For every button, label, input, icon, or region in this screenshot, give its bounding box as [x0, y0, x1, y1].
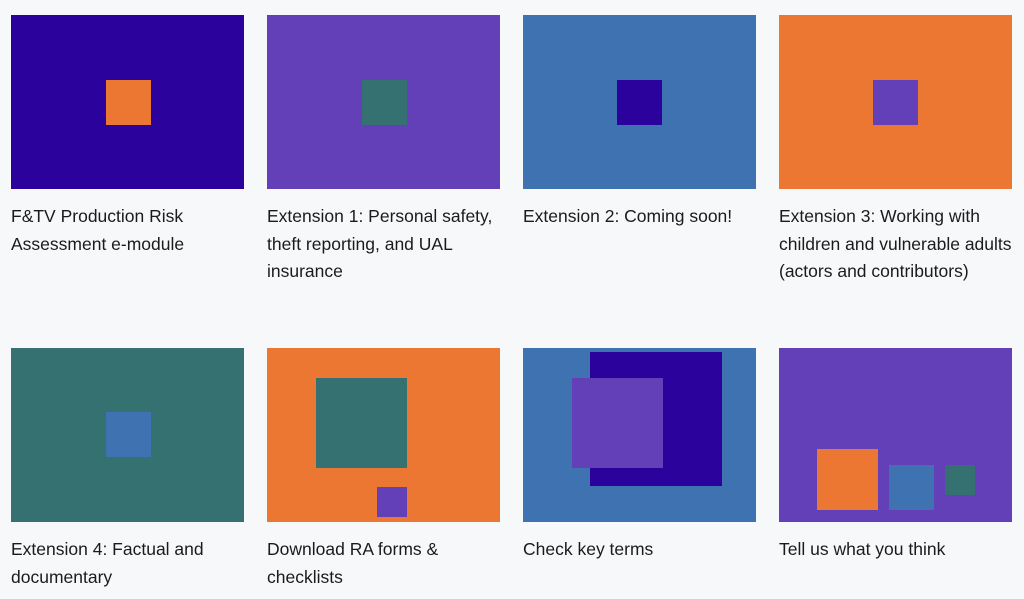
thumbnail-image[interactable]	[523, 15, 756, 189]
card-extension-2[interactable]: Extension 2: Coming soon!	[523, 15, 756, 231]
card-title[interactable]: Extension 2: Coming soon!	[523, 206, 733, 226]
thumbnail-image[interactable]	[779, 15, 1012, 189]
thumbnail-image[interactable]	[11, 348, 244, 522]
card-risk-assessment-emodule[interactable]: F&TV Production Risk Assessment e-module	[11, 15, 244, 258]
teal-square-icon	[945, 465, 975, 495]
thumbnail-image[interactable]	[779, 348, 1012, 522]
indigo-square-icon	[617, 80, 662, 125]
thumbnail-image[interactable]	[11, 15, 244, 189]
card-title[interactable]: Download RA forms & checklists	[267, 539, 439, 587]
card-extension-1[interactable]: Extension 1: Personal safety, theft repo…	[267, 15, 500, 286]
card-tell-us-what-you-think[interactable]: Tell us what you think	[779, 348, 1012, 564]
blue-square-icon	[889, 465, 934, 510]
purple-square-icon	[873, 80, 918, 125]
thumbnail-image[interactable]	[267, 348, 500, 522]
teal-square-icon	[362, 80, 407, 125]
card-download-ra-forms[interactable]: Download RA forms & checklists	[267, 348, 500, 591]
card-title[interactable]: F&TV Production Risk Assessment e-module	[11, 206, 185, 254]
purple-square-icon	[572, 378, 663, 468]
blue-square-icon	[106, 412, 151, 457]
orange-square-icon	[106, 80, 151, 125]
card-title[interactable]: Extension 3: Working with children and v…	[779, 206, 1012, 281]
teal-square-icon	[316, 378, 407, 468]
thumbnail-image[interactable]	[267, 15, 500, 189]
thumbnail-image[interactable]	[523, 348, 756, 522]
card-extension-4[interactable]: Extension 4: Factual and documentary	[11, 348, 244, 591]
card-title[interactable]: Tell us what you think	[779, 539, 946, 559]
card-title[interactable]: Check key terms	[523, 539, 654, 559]
card-extension-3[interactable]: Extension 3: Working with children and v…	[779, 15, 1012, 286]
card-title[interactable]: Extension 1: Personal safety, theft repo…	[267, 206, 493, 281]
card-check-key-terms[interactable]: Check key terms	[523, 348, 756, 564]
orange-square-icon	[817, 449, 878, 510]
purple-square-icon	[377, 487, 407, 517]
card-title[interactable]: Extension 4: Factual and documentary	[11, 539, 204, 587]
